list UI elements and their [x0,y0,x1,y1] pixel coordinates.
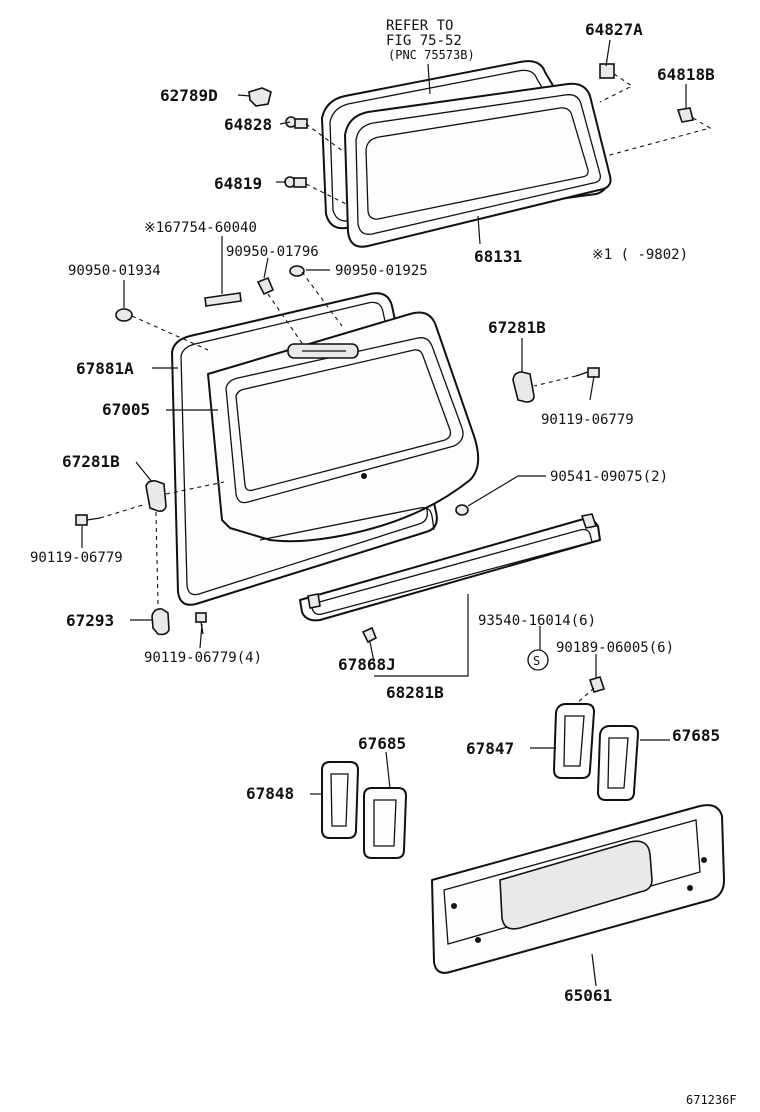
label-90119-06779-right: 90119-06779 [541,412,634,428]
label-90950-01934: 90950-01934 [68,263,161,279]
back-panel-garnish [431,804,725,974]
circled-s-label: S [533,654,540,668]
clip-90950-01796 [256,276,275,296]
label-90119-06779-left: 90119-06779 [30,550,123,566]
label-67281B-right: 67281B [488,318,546,337]
clip-64827A [599,63,615,79]
reference-note-line-3: (PNC 75573B) [388,48,475,62]
label-93540-16014: 93540-16014(6) [478,613,596,629]
circled-s-symbol: S [527,649,549,671]
label-67281B-left: 67281B [62,452,120,471]
back-door-rail [299,513,601,622]
plug-90950-01934 [115,308,133,322]
clip-64818B [676,107,694,123]
clip-62789D [248,87,272,107]
pad-67847 [553,703,595,779]
label-67685-right: 67685 [672,726,720,745]
reference-note-line-1: REFER TO [386,18,453,34]
bolt-90119-06779-left [75,514,101,526]
pad-67685-right [597,725,639,801]
leader-lines [81,39,687,987]
reference-note-line-2: FIG 75-52 [386,33,462,49]
label-90541-09075: 90541-09075(2) [550,469,668,485]
clip-64819 [284,176,307,188]
stopper-67281B-right [512,371,535,403]
door-bottom-seal [259,507,435,541]
label-90950-01796: 90950-01796 [226,244,319,260]
figure-code: 671236F [686,1093,737,1107]
label-90119-06779-4: 90119-06779(4) [144,650,262,666]
back-window-glass [344,82,612,248]
label-64819: 64819 [214,174,262,193]
plug-90950-01925 [289,265,305,277]
pad-67685-mid [363,787,407,859]
footnote-date-range: ※1 ( -9802) [592,247,688,263]
back-door-panel [207,311,480,543]
clip-67868J [361,626,378,644]
label-67868J: 67868J [338,655,396,674]
pad-67848 [321,761,359,839]
label-67005: 67005 [102,400,150,419]
stopper-67281B-left [145,480,167,512]
label-90189-06005: 90189-06005(6) [556,640,674,656]
label-68281B: 68281B [386,683,444,702]
label-plate-167754 [204,292,242,307]
nut-90541-09075 [455,504,469,516]
label-68131: 68131 [474,247,522,266]
label-90950-01925: 90950-01925 [335,263,428,279]
label-67881A: 67881A [76,359,134,378]
label-64827A: 64827A [585,20,643,39]
label-65061: 65061 [564,986,612,1005]
label-62789D: 62789D [160,86,218,105]
label-67848: 67848 [246,784,294,803]
bumper-67293 [151,608,170,636]
clip-64828 [285,116,308,129]
label-64818B: 64818B [657,65,715,84]
label-67847: 67847 [466,739,514,758]
label-67685-mid: 67685 [358,734,406,753]
bolt-90119-06779-right [575,367,600,378]
label-67293: 67293 [66,611,114,630]
label-167754-60040: ※167754-60040 [144,220,257,236]
label-64828: 64828 [224,115,272,134]
reference-note: REFER TO FIG 75-52 (PNC 75573B) [386,18,475,62]
